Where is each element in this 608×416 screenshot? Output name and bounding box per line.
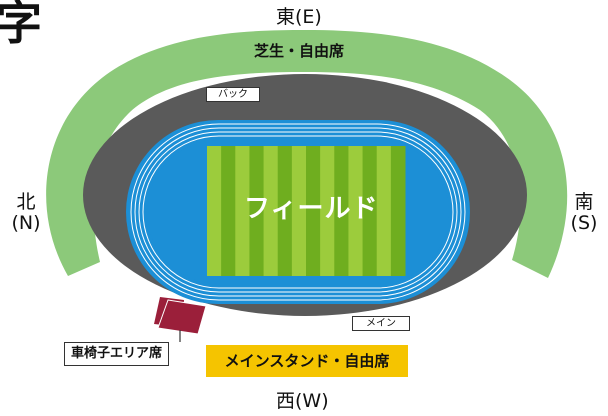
pitch-stripe: [235, 146, 250, 276]
pitch-stripe: [376, 146, 392, 276]
wheelchair-area-label: 車椅子エリア席: [64, 342, 170, 366]
pitch-stripe: [306, 146, 321, 276]
pitch: [207, 146, 406, 276]
pitch-stripe: [249, 146, 265, 276]
pitch-stripe: [334, 146, 349, 276]
compass-south-char: 南: [574, 191, 594, 213]
lane-line: [134, 127, 462, 297]
pitch-stripe: [291, 146, 307, 276]
lane-line: [138, 131, 458, 293]
compass-north: 北 (N): [8, 193, 44, 233]
pitch-stripe: [263, 146, 279, 276]
lawn-seat-label: 芝生・自由席: [254, 42, 345, 60]
pitch-stripe: [362, 146, 378, 276]
pitch-stripe: [348, 146, 364, 276]
wheelchair-area-block[interactable]: [157, 299, 207, 335]
back-stand-tag: バック: [206, 87, 260, 102]
compass-west: 西(W): [276, 390, 329, 412]
pitch-stripe: [320, 146, 335, 276]
compass-south-code: (S): [570, 212, 598, 234]
compass-south: 南 (S): [566, 193, 602, 233]
corner-heading-fragment: 字: [0, 0, 42, 50]
pitch-stripe: [207, 146, 222, 276]
pitch-stripe: [277, 146, 293, 276]
compass-north-code: (N): [11, 212, 41, 234]
lawn-seating-area[interactable]: [46, 30, 568, 278]
compass-north-char: 北: [16, 191, 36, 213]
main-stand-free-seat-label[interactable]: メインスタンド・自由席: [206, 345, 408, 377]
field-label: フィールド: [244, 194, 379, 224]
compass-east: 東(E): [276, 6, 322, 28]
lane-line: [130, 123, 466, 301]
lane-line: [142, 135, 454, 289]
main-stand-tag: メイン: [352, 316, 410, 331]
pitch-stripe: [390, 146, 406, 276]
pitch-stripe: [221, 146, 236, 276]
